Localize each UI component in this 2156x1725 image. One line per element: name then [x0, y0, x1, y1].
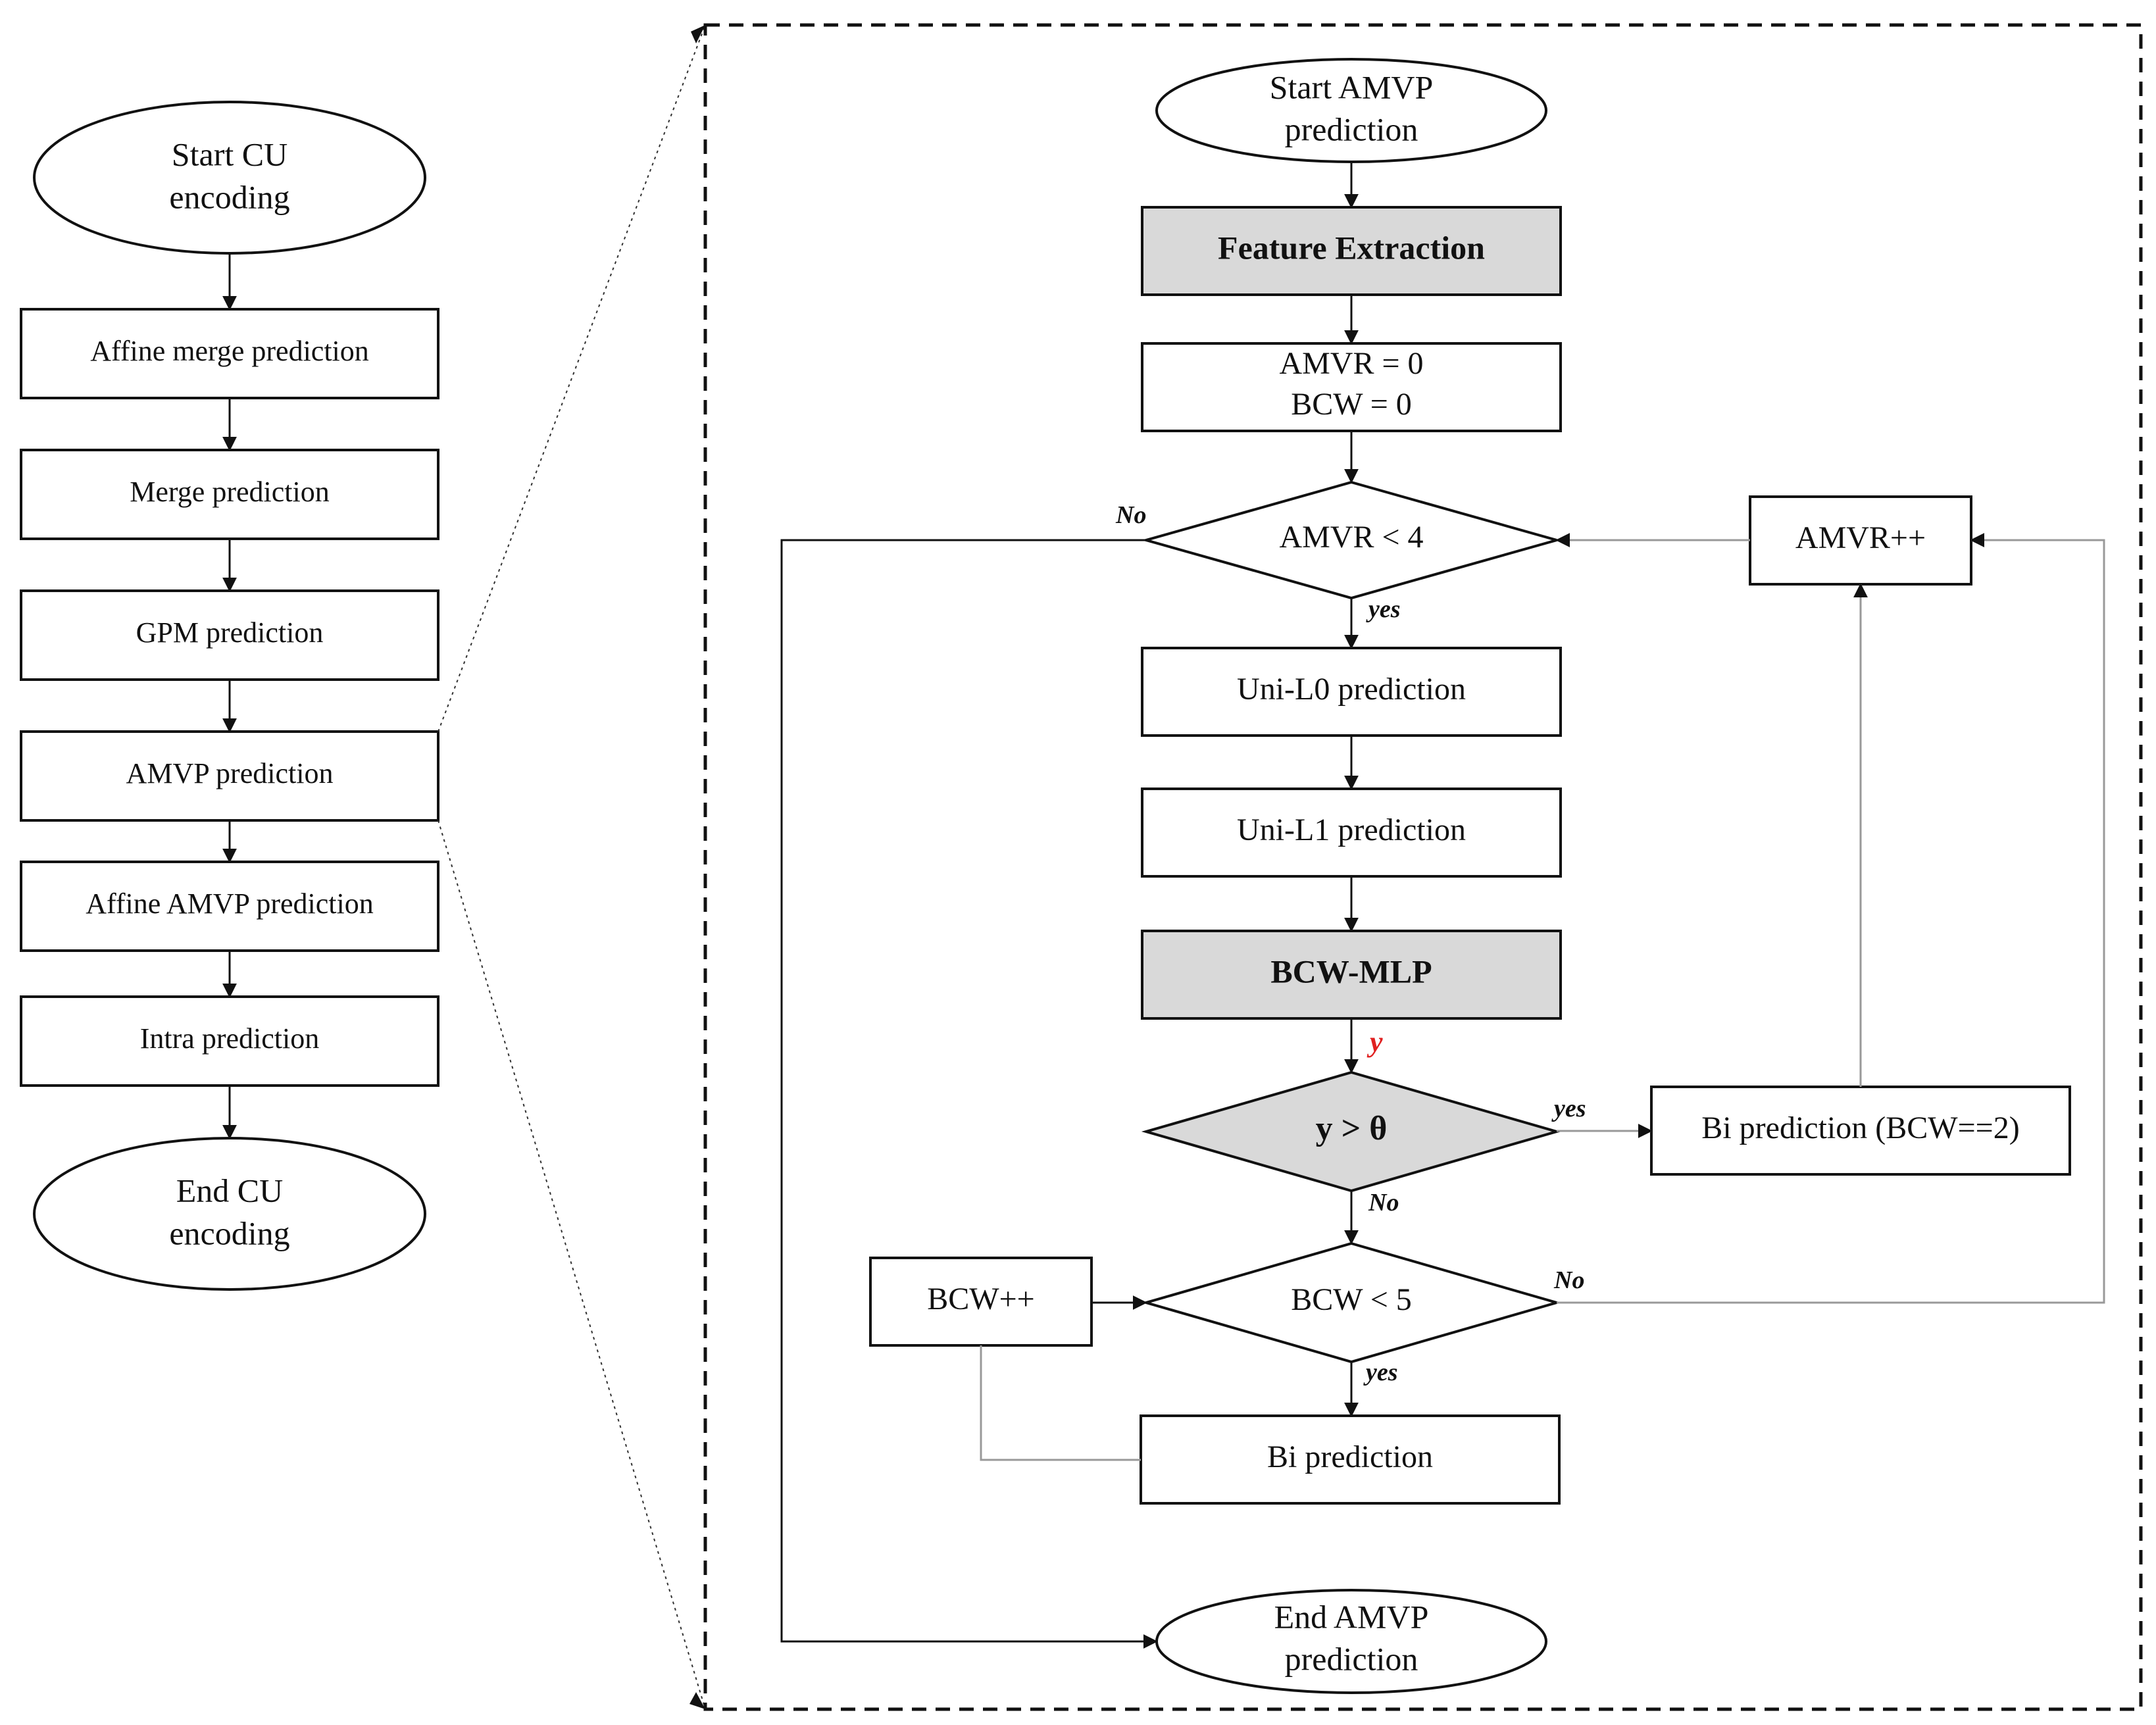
- feature-extraction-label: Feature Extraction: [1218, 229, 1485, 266]
- line-bi-to-bcw-inc: [980, 1345, 1141, 1461]
- init-bcw-label: BCW = 0: [1291, 387, 1412, 422]
- amvr-check-label: AMVR < 4: [1279, 520, 1423, 555]
- amvr-no-label: No: [1115, 501, 1146, 529]
- feature-extraction-node: [1141, 206, 1562, 296]
- end-cu-encoding-line-1: End CU: [176, 1172, 284, 1209]
- affine-merge-prediction-node: [20, 308, 439, 399]
- amvp-prediction-node: [20, 730, 439, 822]
- bcw-mlp-node: [1141, 930, 1562, 1020]
- arrow-amvr-no-to-end: [780, 539, 1158, 1649]
- end-amvp-line-2: prediction: [1285, 1640, 1418, 1677]
- amvp-prediction-label: AMVP prediction: [126, 757, 334, 789]
- zoom-connector: [438, 23, 2143, 1711]
- intra-prediction-label: Intra prediction: [140, 1022, 319, 1055]
- zoom-arrowhead-bottom: [689, 1692, 705, 1709]
- uni-l1-prediction-label: Uni-L1 prediction: [1237, 813, 1466, 847]
- arrow-bcw-no-to-amvr-inc: [1557, 533, 2105, 1304]
- zoom-line-bottom: [438, 820, 706, 1710]
- bi-prediction-bcw2-label: Bi prediction (BCW==2): [1701, 1111, 2019, 1145]
- bcw-mlp-label: BCW-MLP: [1270, 953, 1432, 989]
- end-amvp-line-1: End AMVP: [1274, 1598, 1429, 1635]
- init-node: [1141, 342, 1562, 432]
- zoom-line-top: [438, 24, 706, 732]
- start-cu-encoding-line-2: encoding: [169, 178, 289, 215]
- start-cu-encoding-node: [33, 101, 426, 255]
- amvr-yes-label: yes: [1366, 595, 1401, 623]
- bcw-increment-label: BCW++: [927, 1282, 1034, 1316]
- merge-prediction-label: Merge prediction: [130, 476, 329, 508]
- start-amvp-line-2: prediction: [1285, 111, 1418, 147]
- left-flow: Start CU encoding Affine merge predictio…: [20, 101, 439, 1291]
- uni-l1-prediction-node: [1141, 788, 1562, 878]
- amvr-increment-node: [1749, 495, 1972, 586]
- start-amvp-line-1: Start AMVP: [1270, 68, 1434, 105]
- init-amvr-label: AMVR = 0: [1279, 346, 1423, 381]
- threshold-no-label: No: [1368, 1189, 1399, 1216]
- threshold-yes-label: yes: [1551, 1095, 1586, 1122]
- end-cu-encoding-node: [33, 1137, 426, 1291]
- intra-prediction-node: [20, 995, 439, 1087]
- amvp-detail-flow: Start AMVP prediction Feature Extraction…: [780, 58, 2105, 1694]
- start-cu-encoding-line-1: Start CU: [172, 136, 288, 172]
- threshold-decision-label: y > θ: [1316, 1110, 1388, 1147]
- uni-l0-prediction-node: [1141, 647, 1562, 737]
- amvp-detail-frame: [703, 23, 2143, 1711]
- bcw-yes-label: yes: [1363, 1359, 1398, 1386]
- affine-merge-prediction-label: Affine merge prediction: [90, 335, 369, 367]
- amvr-increment-label: AMVR++: [1795, 520, 1926, 555]
- bcw-increment-node: [869, 1257, 1093, 1347]
- bi-prediction-node: [1140, 1414, 1561, 1505]
- affine-amvp-prediction-label: Affine AMVP prediction: [86, 888, 374, 920]
- gpm-prediction-label: GPM prediction: [136, 616, 324, 649]
- mlp-output-label: y: [1366, 1026, 1383, 1058]
- bcw-no-label: No: [1553, 1266, 1584, 1294]
- merge-prediction-node: [20, 449, 439, 540]
- bi-prediction-label: Bi prediction: [1267, 1439, 1433, 1474]
- end-cu-encoding-line-2: encoding: [169, 1214, 289, 1251]
- zoom-arrowhead-top: [691, 25, 705, 43]
- bcw-check-label: BCW < 5: [1291, 1282, 1412, 1317]
- uni-l0-prediction-label: Uni-L0 prediction: [1237, 672, 1466, 707]
